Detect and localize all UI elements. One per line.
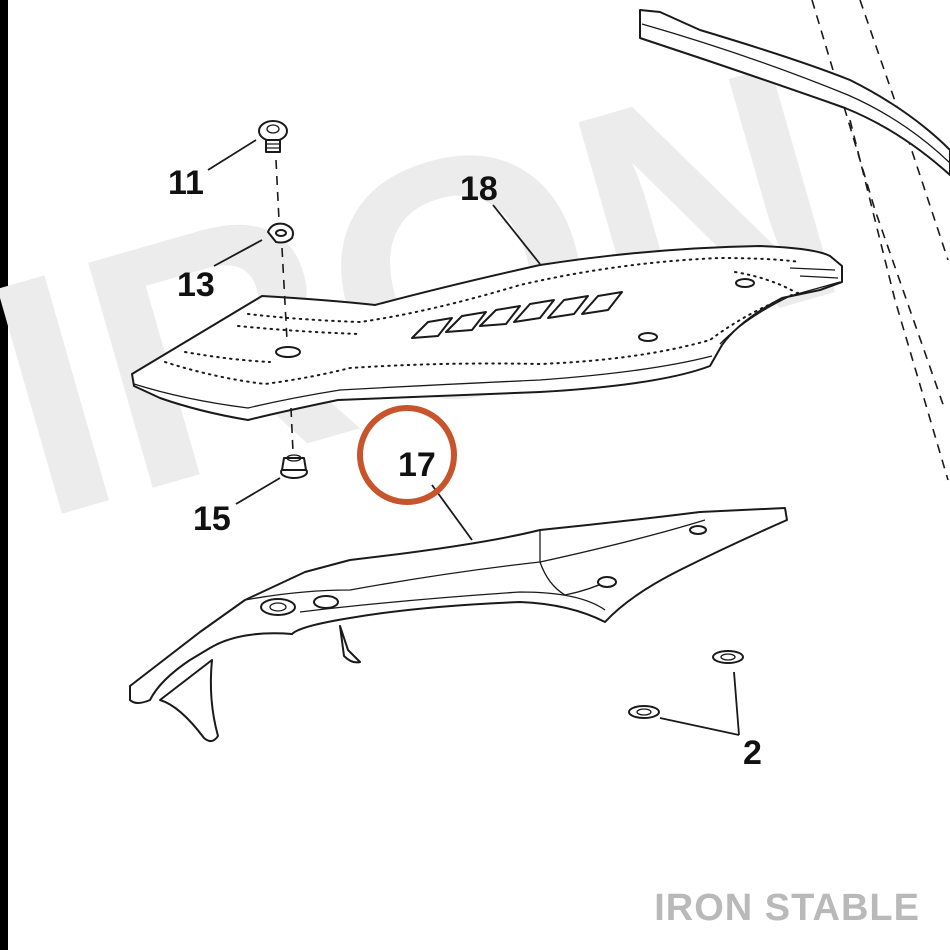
callout-11: 11 xyxy=(168,164,204,202)
leader-18 xyxy=(492,204,541,265)
seat-base-part xyxy=(129,507,788,742)
leader-17 xyxy=(431,484,473,541)
seat-vents xyxy=(411,291,623,339)
leader-2a xyxy=(733,671,740,736)
seat-pan-part xyxy=(131,245,843,421)
washer-part-13 xyxy=(267,222,294,244)
grommet-part-2b xyxy=(628,705,660,719)
brand-logo-text: IRON STABLE xyxy=(654,887,920,929)
fender-rail xyxy=(639,9,950,176)
highlight-circle xyxy=(357,405,457,505)
callout-17: 17 xyxy=(398,446,436,484)
leader-2b xyxy=(659,717,740,736)
leader-11 xyxy=(207,139,257,171)
leader-13 xyxy=(213,239,263,267)
callout-15: 15 xyxy=(193,500,231,538)
callout-13: 13 xyxy=(177,266,215,304)
reference-line-b xyxy=(859,0,949,261)
leader-15 xyxy=(235,477,281,505)
left-border xyxy=(0,0,8,950)
callout-18: 18 xyxy=(460,170,498,208)
reference-line-a xyxy=(811,0,946,411)
nut-axis-line xyxy=(290,407,294,453)
callout-2: 2 xyxy=(743,734,762,772)
grommet-part-2a xyxy=(712,650,744,664)
bolt-axis-line xyxy=(275,159,280,221)
nut-part-15 xyxy=(280,454,308,479)
reference-line-c xyxy=(849,119,949,481)
bolt-part-11 xyxy=(258,120,288,153)
